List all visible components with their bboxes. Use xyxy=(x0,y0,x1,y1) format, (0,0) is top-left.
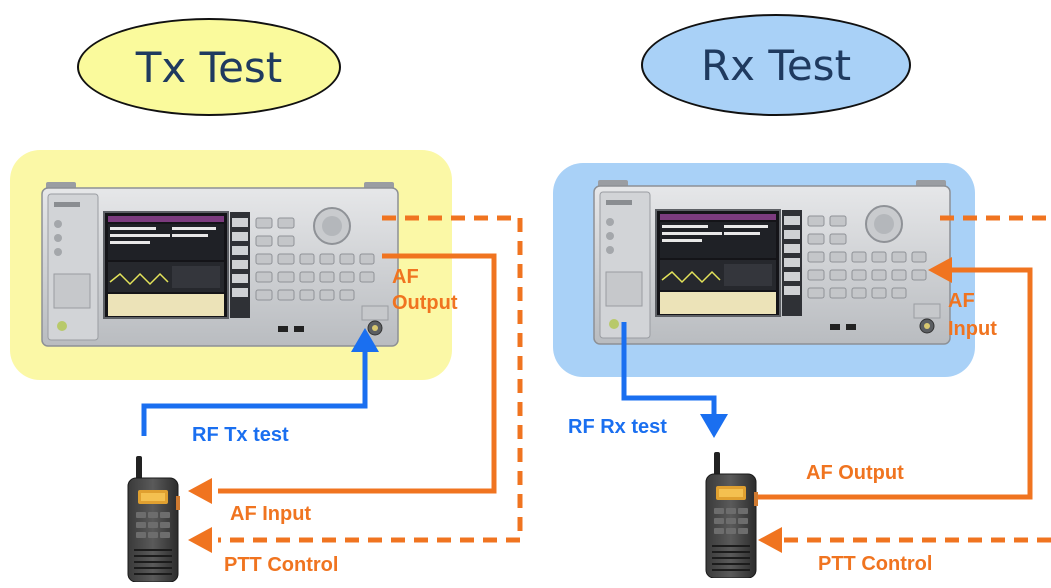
tx-rf-line xyxy=(141,352,368,436)
rx-af-arrowhead xyxy=(928,257,952,283)
rx-rf-arrowhead xyxy=(700,414,728,438)
tx-test-title-text: Tx Test xyxy=(135,42,283,92)
rx-af-input-label-line2: Input xyxy=(948,318,997,340)
rx-test-title: Rx Test xyxy=(641,14,911,116)
tx-af-output-label-line1: AF xyxy=(392,266,419,288)
tx-af-line xyxy=(218,253,497,494)
rx-handheld-radio xyxy=(702,452,760,578)
rx-af-input-label-line1: AF xyxy=(948,290,975,312)
rx-test-title-text: Rx Test xyxy=(700,40,852,90)
rx-af-line xyxy=(758,267,1033,500)
tx-rf-arrowhead xyxy=(351,328,379,352)
tx-test-title: Tx Test xyxy=(77,18,341,116)
tx-af-arrowhead xyxy=(188,478,212,504)
tx-rf-label: RF Tx test xyxy=(192,424,289,446)
rx-rf-line xyxy=(621,322,717,418)
rx-af-output-label: AF Output xyxy=(806,462,904,484)
tx-ptt-control-label: PTT Control xyxy=(224,554,339,576)
tx-ptt-control-line xyxy=(218,215,523,543)
rx-ptt-control-label: PTT Control xyxy=(818,553,933,575)
tx-handheld-radio xyxy=(124,456,182,582)
tx-ptt-arrowhead xyxy=(188,527,212,553)
rx-rf-label: RF Rx test xyxy=(568,416,667,438)
tx-af-input-label: AF Input xyxy=(230,503,312,525)
rx-ptt-arrowhead xyxy=(758,527,782,553)
tx-af-output-label-line2: Output xyxy=(392,292,458,314)
